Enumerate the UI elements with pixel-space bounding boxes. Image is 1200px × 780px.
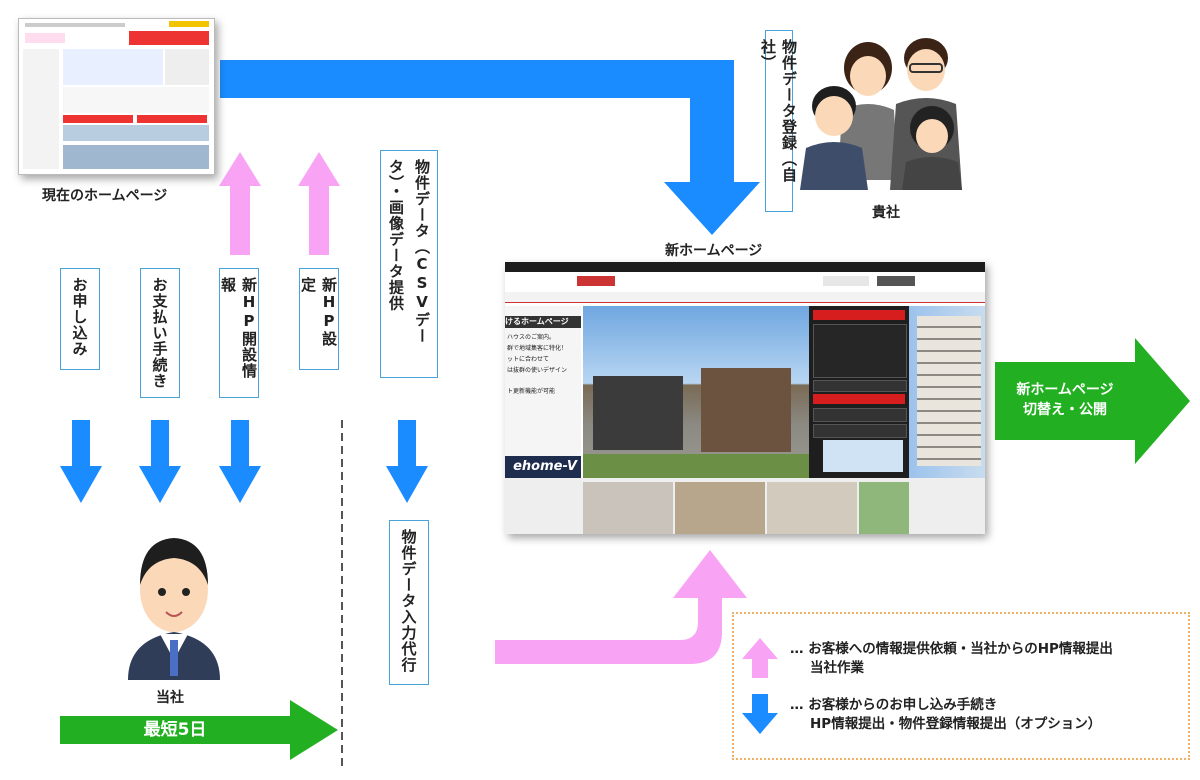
blue-down-arrow-1: [60, 420, 102, 503]
csv-data-box: 物件データ（CSVデータ）・画像データ提供: [380, 150, 438, 378]
publish-line2: 切替え・公開: [1023, 402, 1107, 418]
blue-down-arrow-4: [386, 420, 428, 503]
mock-nav-bar: [505, 292, 985, 303]
legend-blue-text: … お客様からのお申し込み手続き HP情報提出・物件登録情報提出（オプション）: [790, 696, 1101, 734]
mock-banner-line2: 群で地域集客に特化！: [507, 345, 568, 352]
blue-flow-arrow-current-to-new: [220, 60, 760, 235]
legend-pink-line1: … お客様への情報提供依頼・当社からのHP情報提出: [790, 641, 1113, 657]
self-register-box: 物件データ登録（自社）: [759, 30, 798, 212]
new-homepage-screenshot: けるホームページ ハウスのご案内。 群で地域集客に特化！ ットに合わせて は抜群…: [505, 262, 985, 534]
legend-pink-text: … お客様への情報提供依頼・当社からのHP情報提出 当社作業: [790, 640, 1113, 678]
mock-logo: [577, 276, 615, 286]
mock-banner-heading: けるホームページ: [505, 316, 581, 328]
mock-menu-panel: [809, 306, 909, 478]
pink-flow-arrow-proxy-to-new: [495, 550, 747, 664]
blue-down-arrow-3: [219, 420, 261, 503]
payment-box: お支払い手続き: [140, 268, 180, 398]
client-label: 貴社: [872, 205, 900, 221]
mock-bottom-strip: [505, 478, 985, 534]
new-homepage-label: 新ホームページ: [665, 243, 763, 259]
green-arrow-publish: [995, 338, 1190, 464]
green-arrow-shortest: [60, 700, 338, 760]
mock-banner-line1: ハウスのご案内。: [507, 334, 556, 341]
legend-pink-line2: 当社作業: [810, 660, 864, 676]
hp-info-box: 新HP開設情報: [219, 268, 259, 398]
mock-hero-photo: [583, 306, 809, 478]
input-proxy-box: 物件データ入力代行: [389, 520, 429, 685]
mock-banner-line3: ットに合わせて: [507, 356, 550, 363]
mock-building-photo: [909, 306, 985, 478]
mock-banner: けるホームページ ハウスのご案内。 群で地域集客に特化！ ットに合わせて は抜群…: [505, 306, 581, 478]
shortest-days-text: 最短5日: [143, 720, 207, 740]
mock-top-bar: [505, 262, 985, 272]
blue-down-arrow-2: [139, 420, 181, 503]
hp-setting-box: 新HP設定: [299, 268, 339, 370]
our-company-label: 当社: [156, 690, 184, 706]
legend-pink-arrow: [742, 638, 778, 678]
publish-arrow-text: 新ホームページ 切替え・公開: [995, 380, 1135, 420]
legend-blue-arrow: [742, 694, 778, 734]
pink-up-arrow-1: [219, 152, 261, 255]
publish-line1: 新ホームページ: [1016, 382, 1114, 398]
mock-brand: ehome-V: [505, 456, 581, 478]
mock-banner-line4: は抜群の使いデザイン: [507, 367, 568, 374]
legend-box: [732, 612, 1190, 760]
mock-social-icons: [823, 276, 869, 286]
current-homepage-label: 現在のホームページ: [42, 188, 168, 204]
mock-header-button: [877, 276, 915, 286]
current-homepage-screenshot: [18, 18, 215, 175]
pink-up-arrow-2: [298, 152, 340, 255]
apply-box: お申し込み: [60, 268, 100, 370]
legend-blue-line1: … お客様からのお申し込み手続き: [790, 697, 998, 713]
mock-banner-line5: ト更新機能が可能: [507, 388, 556, 395]
legend-blue-line2: HP情報提出・物件登録情報提出（オプション）: [810, 716, 1102, 732]
